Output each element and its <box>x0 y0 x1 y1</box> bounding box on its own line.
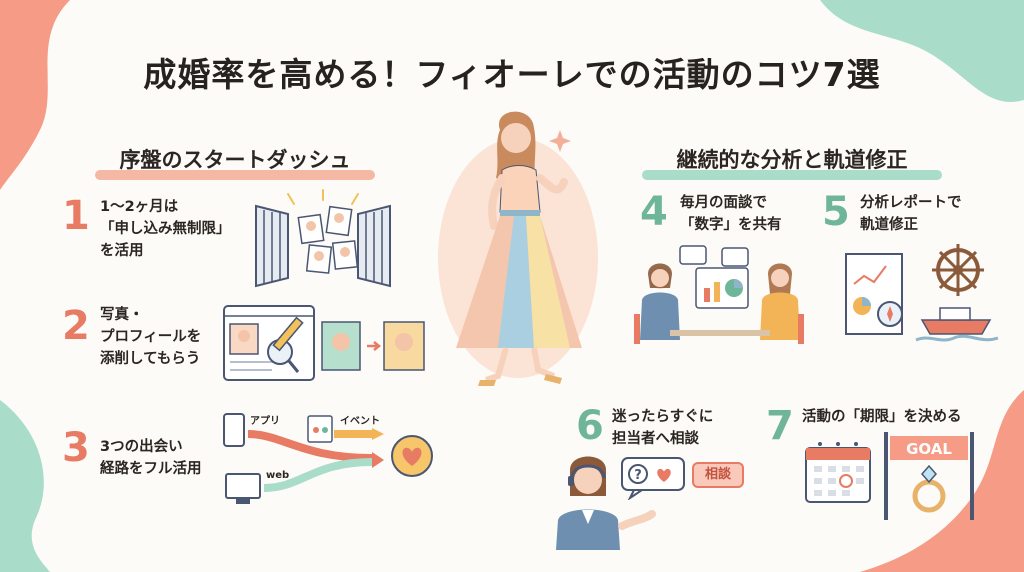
tip-number-4: 4 <box>640 189 668 235</box>
tip-line: 「申し込み無制限」 <box>100 221 231 237</box>
tip-text-6: 迷ったらすぐに 担当者へ相談 <box>612 406 713 450</box>
tip-text-1: 1〜2ヶ月は 「申し込み無制限」 を活用 <box>100 196 231 262</box>
tip-line: 1〜2ヶ月は <box>100 199 179 215</box>
calendar-icon <box>805 442 871 503</box>
tip-line: 「数字」を共有 <box>680 217 782 233</box>
section-title-analysis: 継続的な分析と軌道修正 <box>642 144 942 180</box>
monthly-meeting-illustration <box>634 245 804 344</box>
tip-text-4: 毎月の面談で 「数字」を共有 <box>680 192 782 236</box>
corner-blob-bottom-left <box>0 400 50 572</box>
tip-number-7: 7 <box>766 403 794 449</box>
label-app: アプリ <box>250 416 280 427</box>
tip-line: 写真・ <box>100 307 144 323</box>
corner-blob-bottom-right <box>860 390 1024 572</box>
svg-text:?: ? <box>634 468 642 483</box>
page-title: 成婚率を高める！フィオーレでの活動のコツ7選 <box>143 55 881 94</box>
tip-number-5: 5 <box>822 189 850 235</box>
walking-woman-illustration <box>438 111 598 386</box>
section-title-start-dash-text: 序盤のスタートダッシュ <box>119 148 351 172</box>
tip-text-7: 活動の「期限」を決める <box>802 406 962 428</box>
tip-text-5: 分析レポートで 軌道修正 <box>860 192 962 236</box>
tip-line: 経路をフル活用 <box>100 461 202 477</box>
tip-line: 活動の「期限」を決める <box>802 409 962 425</box>
chat-bubble-icon: ? <box>621 457 685 500</box>
label-web: web <box>266 470 290 481</box>
label-event: イベント <box>340 416 380 427</box>
tip-line: 毎月の面談で <box>680 195 767 211</box>
tip-line: 分析レポートで <box>860 195 962 211</box>
tip-text-2: 写真・ プロフィールを 添削してもらう <box>100 304 201 370</box>
goal-banner-text: GOAL <box>906 440 952 458</box>
goal-ring-illustration: GOAL <box>884 432 974 520</box>
tip-line: 迷ったらすぐに <box>612 409 714 425</box>
tip-number-6: 6 <box>576 403 604 449</box>
tip-line: 軌道修正 <box>860 217 918 233</box>
tip-number-1: 1 <box>62 193 90 239</box>
section-title-analysis-text: 継続的な分析と軌道修正 <box>676 148 908 172</box>
open-gate-illustration <box>255 189 391 288</box>
tip-line: 添削してもらう <box>100 351 201 367</box>
tip-line: プロフィールを <box>100 329 202 345</box>
corner-blob-top-right <box>820 0 1024 102</box>
tip-line: を活用 <box>100 243 144 259</box>
tip-number-2: 2 <box>62 303 90 349</box>
consult-label: 相談 <box>704 467 731 482</box>
consult-badge: 相談 <box>692 462 744 488</box>
tip-line: 3つの出会い <box>100 439 183 455</box>
support-staff-illustration <box>556 456 656 550</box>
tip-text-3: 3つの出会い 経路をフル活用 <box>100 436 202 480</box>
profile-edit-illustration <box>223 305 425 381</box>
section-title-start-dash: 序盤のスタートダッシュ <box>95 144 375 180</box>
meeting-routes-illustration <box>223 413 433 504</box>
tip-number-3: 3 <box>62 425 90 471</box>
corner-blob-top-left <box>0 0 70 190</box>
analysis-report-illustration <box>845 244 999 342</box>
tip-line: 担当者へ相談 <box>612 431 699 447</box>
